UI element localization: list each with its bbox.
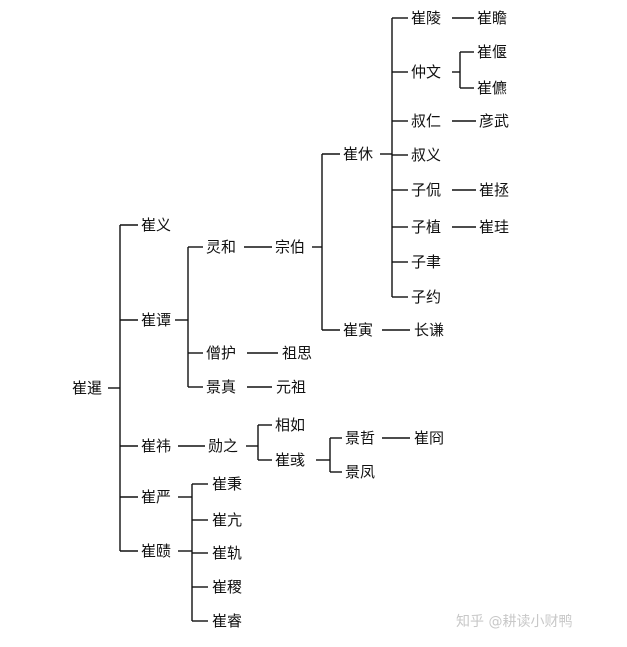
node-root: 崔暹 [72, 379, 102, 397]
node-gen4: 景凤 [345, 463, 375, 481]
node-gen5: 长谦 [414, 321, 444, 339]
node-gen2: 灵和 [206, 238, 236, 256]
node-gen6: 崔瞻 [477, 9, 507, 27]
node-gen5: 子植 [411, 218, 441, 236]
tree-connectors [108, 17, 476, 622]
watermark-text: 知乎 @耕读小财鸭 [456, 613, 572, 630]
node-gen6: 彦武 [479, 112, 509, 130]
node-gen5: 叔义 [411, 146, 441, 164]
node-gen4: 崔休 [343, 145, 373, 163]
node-gen5: 子约 [411, 288, 441, 306]
tree-nodes: 崔暹 崔义 崔谭 崔祎 崔严 崔赜 灵和 僧护 景真 宗伯 祖思 元祖 崔休 崔… [72, 9, 509, 630]
node-gen3: 宗伯 [275, 238, 305, 256]
node-gen5: 子聿 [411, 253, 441, 271]
node-gen5: 叔仁 [411, 112, 441, 130]
node-gen2: 勋之 [208, 437, 238, 455]
node-gen3: 崔彧 [275, 451, 305, 469]
node-gen3: 相如 [275, 416, 305, 434]
node-gen6: 崔儦 [477, 79, 507, 97]
node-gen4: 崔寅 [343, 321, 373, 339]
node-gen6: 崔拯 [479, 181, 509, 199]
node-gen2: 崔亢 [212, 511, 242, 529]
node-gen2: 景真 [206, 378, 236, 396]
node-gen5: 子侃 [411, 181, 441, 199]
node-gen2: 崔秉 [212, 475, 242, 493]
watermark: 知乎 @耕读小财鸭 [456, 613, 572, 630]
node-gen5: 崔冏 [414, 429, 444, 447]
node-gen1: 崔赜 [141, 542, 171, 560]
node-gen3: 祖思 [282, 344, 312, 362]
node-gen2: 崔稷 [212, 578, 242, 596]
node-gen5: 仲文 [411, 63, 441, 81]
node-gen2: 僧护 [206, 344, 236, 362]
node-gen1: 崔祎 [141, 437, 171, 455]
node-gen2: 崔轨 [212, 544, 242, 562]
node-gen3: 元祖 [276, 378, 306, 396]
node-gen1: 崔谭 [141, 311, 171, 329]
node-gen5: 崔陵 [411, 9, 441, 27]
node-gen6: 崔珪 [479, 218, 509, 236]
node-gen1: 崔义 [141, 216, 171, 234]
node-gen4: 景哲 [345, 429, 375, 447]
node-gen2: 崔睿 [212, 612, 242, 630]
node-gen6: 崔偃 [477, 43, 507, 61]
node-gen1: 崔严 [141, 488, 171, 506]
